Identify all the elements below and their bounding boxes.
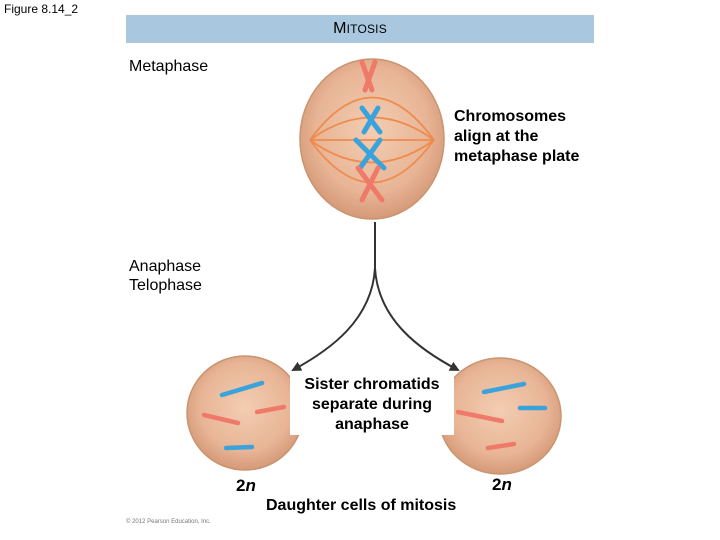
ploidy-variable: n <box>501 475 512 494</box>
anaphase-label: Anaphase <box>129 258 202 275</box>
daughter-cell-left <box>186 355 304 471</box>
ploidy-right: 2n <box>492 475 512 495</box>
division-arrow <box>291 222 460 371</box>
annotation-line: metaphase plate <box>454 148 580 165</box>
sister-chromatids-annotation: Sister chromatids separate during anapha… <box>290 375 454 435</box>
daughter-cells-caption: Daughter cells of mitosis <box>266 497 457 514</box>
annotation-line: Chromosomes <box>454 108 567 125</box>
anaphase-telophase-labels: Anaphase Telophase <box>129 257 202 295</box>
figure-label: Figure 8.14_2 <box>4 2 79 16</box>
right-chromosomes <box>455 381 548 451</box>
annotation-line: align at the <box>454 128 539 145</box>
ploidy-variable: n <box>245 476 256 495</box>
annotation-line: separate during <box>311 396 433 413</box>
annotation-line: anaphase <box>335 416 409 433</box>
left-chromosomes <box>201 380 287 451</box>
ploidy-number: 2 <box>236 476 246 495</box>
metaphase-cell <box>299 58 445 220</box>
annotation-line: Sister chromatids <box>304 376 440 393</box>
daughter-cell-right <box>438 357 562 475</box>
ploidy-number: 2 <box>492 475 502 494</box>
metaphase-plate-annotation: Chromosomes align at the metaphase plate <box>454 107 579 167</box>
banner-rest: ITOSIS <box>346 22 387 36</box>
telophase-label: Telophase <box>129 277 202 294</box>
ploidy-left: 2n <box>236 476 256 496</box>
metaphase-chromosomes <box>353 59 387 203</box>
copyright: © 2012 Pearson Education, Inc. <box>126 519 211 525</box>
banner-initial: M <box>333 20 347 37</box>
metaphase-label: Metaphase <box>129 58 209 75</box>
